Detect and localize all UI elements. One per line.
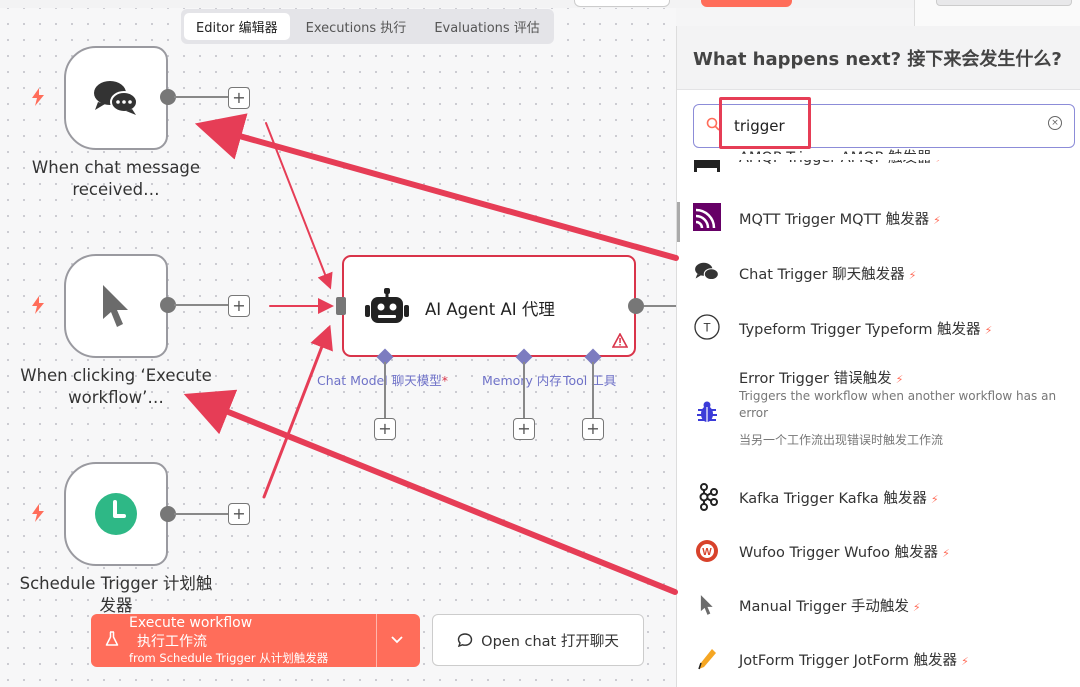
- schedule-node-output-handle[interactable]: [160, 506, 176, 522]
- list-item-wufoo-trigger[interactable]: W Wufoo Trigger Wufoo 触发器⚡: [677, 535, 1080, 567]
- view-tabs: Editor 编辑器 Executions 执行 Evaluations 评估: [181, 9, 554, 44]
- svg-text:W: W: [702, 547, 712, 558]
- chat-bubbles-icon: [693, 258, 721, 286]
- agent-title: AI Agent AI 代理: [425, 300, 555, 319]
- search-highlight-box: [719, 97, 811, 149]
- tab-executions[interactable]: Executions 执行: [305, 21, 407, 36]
- trigger-bolt-icon: [29, 295, 47, 315]
- item-title: Wufoo Trigger Wufoo 触发器⚡: [739, 545, 950, 561]
- scroll-indicator: [677, 202, 680, 242]
- svg-text:T: T: [703, 321, 711, 335]
- connector-line: [174, 96, 230, 98]
- jotform-icon: [693, 645, 721, 673]
- add-chat-model-button[interactable]: +: [374, 418, 396, 440]
- trigger-bolt-icon: [29, 503, 47, 523]
- execute-label-cn: 执行工作流: [137, 634, 207, 650]
- tab-editor[interactable]: Editor 编辑器: [184, 13, 290, 40]
- open-chat-button[interactable]: Open chat 打开聊天: [432, 614, 644, 666]
- node-creator-panel: What happens next? 接下来会发生什么? × AMQP Trig…: [676, 26, 1080, 687]
- manual-trigger-node[interactable]: [64, 254, 168, 358]
- item-title: JotForm Trigger JotForm 触发器⚡: [739, 653, 969, 669]
- memory-label: Memory 内存: [482, 373, 562, 388]
- list-item-manual-trigger[interactable]: Manual Trigger 手动触发⚡: [677, 589, 1080, 621]
- warning-icon: [611, 332, 629, 352]
- list-item-mqtt[interactable]: MQTT Trigger MQTT 触发器⚡: [677, 201, 1080, 235]
- typeform-icon: T: [693, 313, 721, 341]
- trigger-bolt-icon: [29, 87, 47, 107]
- connector-line: [174, 513, 230, 515]
- top-button-outline[interactable]: [574, 0, 670, 7]
- cursor-icon: [103, 285, 128, 327]
- connector-line: [384, 362, 386, 418]
- connector-line: [592, 362, 594, 418]
- connector-line: [644, 305, 676, 307]
- list-item-jotform-trigger[interactable]: JotForm Trigger JotForm 触发器⚡: [677, 643, 1080, 675]
- search-input[interactable]: [734, 114, 1034, 138]
- agent-output-handle[interactable]: [628, 298, 644, 314]
- add-node-button[interactable]: +: [228, 503, 250, 525]
- item-title: MQTT Trigger MQTT 触发器⚡: [739, 212, 941, 228]
- ai-agent-node[interactable]: AI Agent AI 代理: [342, 255, 636, 357]
- top-segmented-control[interactable]: [936, 0, 1072, 6]
- schedule-node-label: Schedule Trigger 计划触发器: [19, 574, 213, 615]
- divider: [376, 614, 377, 667]
- execute-workflow-main[interactable]: Execute workflow 执行工作流 from Schedule Tri…: [91, 614, 376, 667]
- clear-search-icon[interactable]: ×: [1048, 116, 1062, 130]
- top-bar: [0, 0, 1080, 8]
- tool-label: Tool 工具: [563, 373, 617, 388]
- item-title: Manual Trigger 手动触发⚡: [739, 599, 921, 615]
- item-title: Error Trigger 错误触发⚡: [739, 371, 904, 387]
- add-node-button[interactable]: +: [228, 295, 250, 317]
- item-title: Typeform Trigger Typeform 触发器⚡: [739, 322, 993, 338]
- panel-title: What happens next? 接下来会发生什么?: [693, 49, 1062, 70]
- chat-bubbles-icon: [94, 81, 138, 115]
- add-node-button[interactable]: +: [228, 87, 250, 109]
- item-title: Chat Trigger 聊天触发器⚡: [739, 267, 917, 283]
- execute-label: Execute workflow: [129, 615, 253, 631]
- list-item-chat-trigger[interactable]: Chat Trigger 聊天触发器⚡: [677, 256, 1080, 288]
- robot-icon: [365, 288, 409, 323]
- add-memory-button[interactable]: +: [513, 418, 535, 440]
- item-title: Kafka Trigger Kafka 触发器⚡: [739, 491, 939, 507]
- bug-icon: [693, 398, 721, 426]
- chevron-down-icon[interactable]: [391, 630, 403, 648]
- schedule-trigger-node[interactable]: [64, 462, 168, 566]
- chat-trigger-node[interactable]: [64, 46, 168, 150]
- manual-node-output-handle[interactable]: [160, 297, 176, 313]
- list-item-kafka-trigger[interactable]: Kafka Trigger Kafka 触发器⚡: [677, 481, 1080, 513]
- execute-workflow-button[interactable]: Execute workflow 执行工作流 from Schedule Tri…: [91, 614, 420, 667]
- execute-source-label: from Schedule Trigger 从计划触发器: [129, 651, 329, 665]
- flask-icon: [105, 631, 119, 651]
- connector-line: [174, 304, 230, 306]
- item-description: Triggers the workflow when another workf…: [739, 389, 1057, 420]
- tab-evaluations[interactable]: Evaluations 评估: [434, 21, 540, 36]
- cursor-icon: [693, 591, 721, 619]
- agent-input-handle[interactable]: [336, 297, 346, 315]
- panel-header: What happens next? 接下来会发生什么?: [677, 26, 1080, 90]
- list-top-mask: [677, 154, 1080, 160]
- kafka-icon: [693, 483, 721, 511]
- chat-model-label: Chat Model 聊天模型*: [317, 373, 448, 388]
- open-chat-label: Open chat 打开聊天: [481, 633, 619, 650]
- list-item-error-trigger[interactable]: Error Trigger 错误触发⚡ Triggers the workflo…: [677, 361, 1080, 451]
- add-tool-button[interactable]: +: [582, 418, 604, 440]
- chat-node-output-handle[interactable]: [160, 89, 176, 105]
- search-box[interactable]: ×: [693, 104, 1075, 148]
- clock-icon: [95, 493, 137, 535]
- connector-line: [523, 362, 525, 418]
- chat-icon: [457, 633, 473, 648]
- search-icon: [706, 117, 720, 135]
- list-item-typeform-trigger[interactable]: T Typeform Trigger Typeform 触发器⚡: [677, 311, 1080, 343]
- item-description-cn: 当另一个工作流出现错误时触发工作流: [739, 433, 944, 447]
- mqtt-icon: [693, 203, 721, 231]
- top-button-primary[interactable]: [701, 0, 792, 7]
- wufoo-icon: W: [693, 537, 721, 565]
